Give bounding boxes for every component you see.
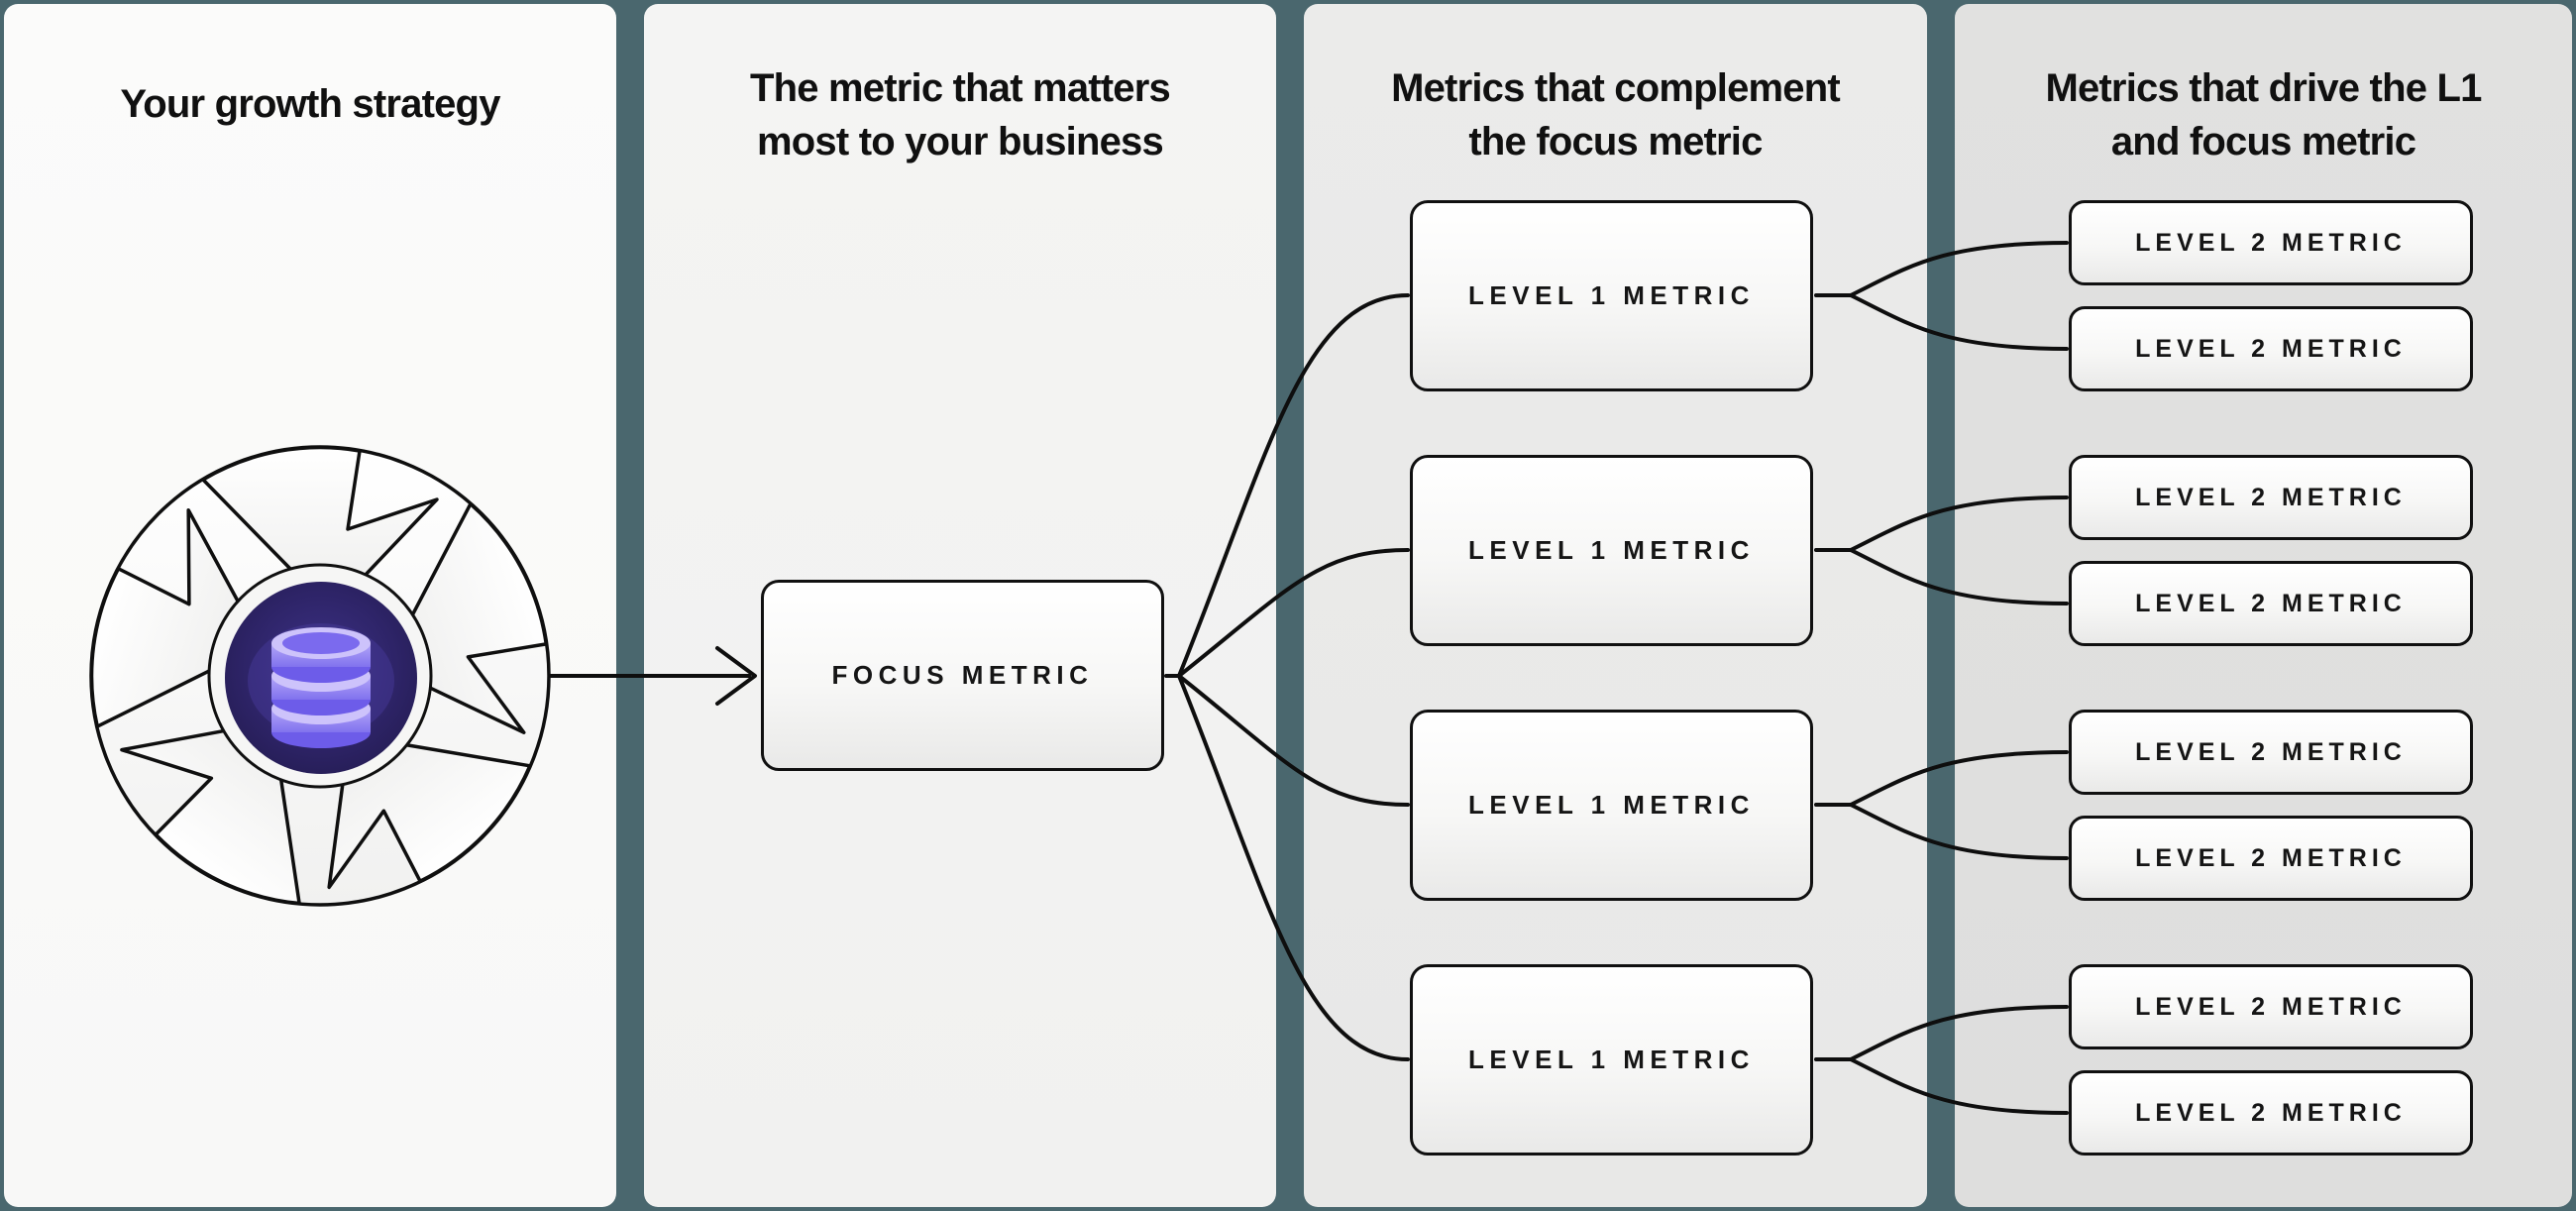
- database-icon: [248, 623, 394, 748]
- panel-title: Your growth strategy: [4, 77, 616, 131]
- level1-metric-label: LEVEL 1 METRIC: [1468, 1045, 1755, 1074]
- level2-metric-box: LEVEL 2 METRIC: [2069, 816, 2473, 901]
- level2-metric-label: LEVEL 2 METRIC: [2135, 483, 2407, 511]
- level2-metric-label: LEVEL 2 METRIC: [2135, 843, 2407, 872]
- level1-metric-box: LEVEL 1 METRIC: [1410, 455, 1813, 646]
- panel-focus-metric: The metric that matters most to your bus…: [644, 4, 1276, 1207]
- panel-title-line: and focus metric: [2110, 120, 2416, 164]
- level1-metric-box: LEVEL 1 METRIC: [1410, 200, 1813, 391]
- level1-metric-label: LEVEL 1 METRIC: [1468, 280, 1755, 310]
- level2-metric-label: LEVEL 2 METRIC: [2135, 737, 2407, 766]
- panel-title-line: most to your business: [757, 120, 1164, 164]
- level2-metric-label: LEVEL 2 METRIC: [2135, 589, 2407, 617]
- focus-metric-label: FOCUS METRIC: [831, 660, 1094, 690]
- growth-flywheel-icon: [89, 445, 551, 907]
- panel-title-line: the focus metric: [1468, 120, 1763, 164]
- level2-metric-box: LEVEL 2 METRIC: [2069, 306, 2473, 391]
- level2-metric-box: LEVEL 2 METRIC: [2069, 200, 2473, 285]
- level1-metric-label: LEVEL 1 METRIC: [1468, 535, 1755, 565]
- panel-title: The metric that matters most to your bus…: [644, 61, 1276, 168]
- level2-metric-box: LEVEL 2 METRIC: [2069, 455, 2473, 540]
- level1-metric-box: LEVEL 1 METRIC: [1410, 964, 1813, 1156]
- level2-metric-label: LEVEL 2 METRIC: [2135, 1098, 2407, 1127]
- level2-metric-box: LEVEL 2 METRIC: [2069, 964, 2473, 1049]
- level2-metric-box: LEVEL 2 METRIC: [2069, 710, 2473, 795]
- flywheel-blades: [89, 445, 549, 906]
- panel-title-line: The metric that matters: [750, 66, 1171, 110]
- panel-title-line: Metrics that drive the L1: [2045, 66, 2482, 110]
- panel-title-line: Metrics that complement: [1391, 66, 1841, 110]
- level2-metric-box: LEVEL 2 METRIC: [2069, 1070, 2473, 1156]
- focus-metric-box: FOCUS METRIC: [761, 580, 1164, 771]
- level1-metric-label: LEVEL 1 METRIC: [1468, 790, 1755, 820]
- panel-title: Metrics that complement the focus metric: [1304, 61, 1927, 168]
- level1-metric-box: LEVEL 1 METRIC: [1410, 710, 1813, 901]
- panel-title-line: Your growth strategy: [120, 82, 500, 126]
- level2-metric-box: LEVEL 2 METRIC: [2069, 561, 2473, 646]
- level2-metric-label: LEVEL 2 METRIC: [2135, 228, 2407, 257]
- level2-metric-label: LEVEL 2 METRIC: [2135, 992, 2407, 1021]
- panel-title: Metrics that drive the L1 and focus metr…: [1955, 61, 2572, 168]
- level2-metric-label: LEVEL 2 METRIC: [2135, 334, 2407, 363]
